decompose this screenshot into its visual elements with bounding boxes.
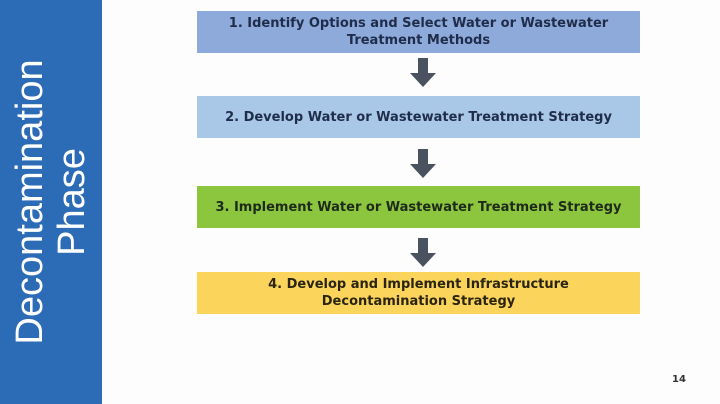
step-2-label: 2. Develop Water or Wastewater Treatment… [225, 109, 612, 125]
step-2-box: 2. Develop Water or Wastewater Treatment… [197, 96, 640, 138]
phase-title: Decontamination Phase [9, 59, 93, 344]
step-1-box: 1. Identify Options and Select Water or … [197, 11, 640, 53]
arrow-down-icon [410, 238, 436, 267]
sidebar-phase-banner: Decontamination Phase [0, 0, 102, 404]
step-3-label: 3. Implement Water or Wastewater Treatme… [215, 199, 622, 215]
step-4-label: 4. Develop and Implement Infrastructure … [268, 277, 569, 309]
arrow-down-icon [410, 149, 436, 178]
step-1-label: 1. Identify Options and Select Water or … [228, 16, 609, 48]
phase-title-line1: Decontamination [9, 59, 51, 345]
phase-title-line2: Phase [51, 148, 93, 256]
arrow-down-icon [410, 58, 436, 87]
step-3-box: 3. Implement Water or Wastewater Treatme… [197, 186, 640, 228]
page-number: 14 [672, 374, 686, 385]
step-4-box: 4. Develop and Implement Infrastructure … [197, 272, 640, 314]
